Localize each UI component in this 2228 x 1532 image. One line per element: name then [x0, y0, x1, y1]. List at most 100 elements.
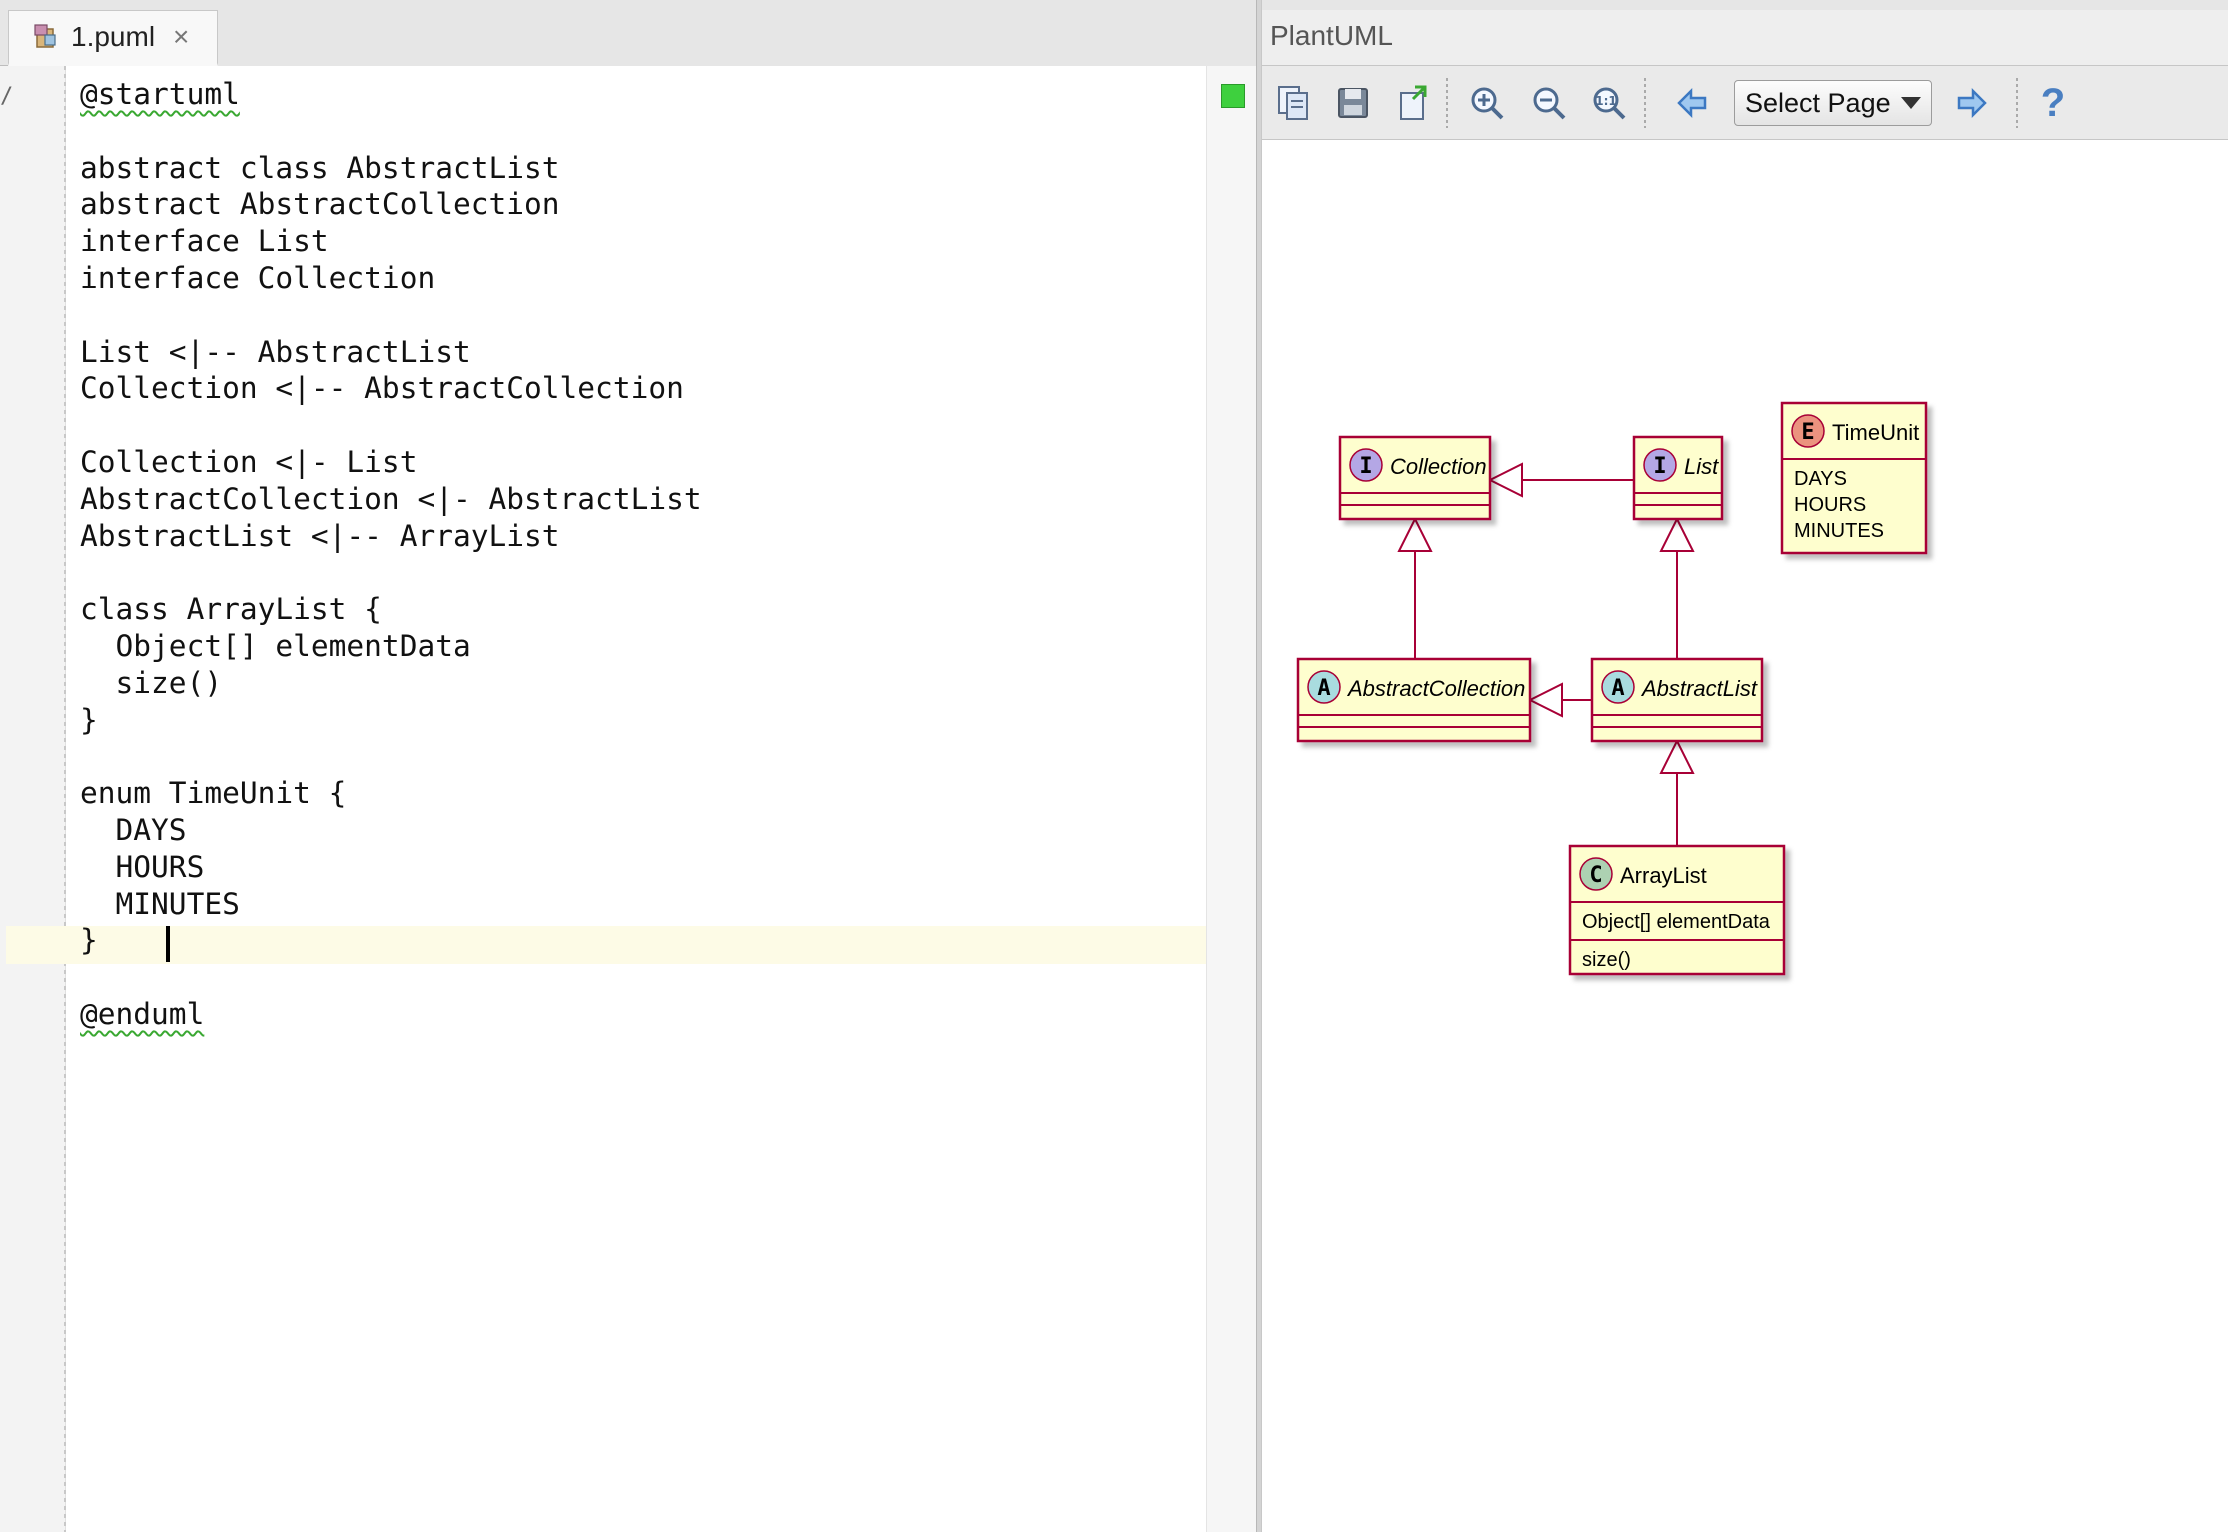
editor-pane: 1.puml × / @startuml abstract class Abstr…: [0, 0, 1272, 1532]
next-page-icon[interactable]: [1948, 78, 1998, 128]
code-line: @enduml: [80, 996, 702, 1033]
file-icon: [34, 24, 56, 48]
class-name: ArrayList: [1620, 863, 1707, 888]
code-line-text: size(): [80, 665, 223, 700]
pane-splitter[interactable]: [1256, 0, 1262, 1532]
help-icon[interactable]: ?: [2040, 80, 2066, 125]
code-line: [80, 738, 702, 775]
zoom-in-icon[interactable]: [1462, 78, 1512, 128]
inheritance-arrowhead: [1659, 738, 1695, 774]
plantuml-toolbar: 1:1 Select Page ?: [1262, 66, 2228, 140]
toolbar-separator: [1446, 78, 1448, 128]
code-line-text: Collection <|-- AbstractCollection: [80, 371, 684, 406]
class-name: TimeUnit: [1832, 420, 1919, 445]
fold-guide: [64, 66, 66, 1532]
inheritance-arrowhead: [1397, 516, 1433, 552]
text-caret: [166, 926, 170, 962]
code-line-text: abstract AbstractCollection: [80, 187, 560, 222]
select-page-dropdown[interactable]: Select Page: [1734, 80, 1932, 126]
class-field: DAYS: [1794, 468, 1847, 490]
code-line: HOURS: [80, 849, 702, 886]
editor-tab-bar: 1.puml ×: [0, 0, 1256, 66]
stereotype-letter: A: [1317, 676, 1330, 701]
code-line: @startuml: [80, 76, 702, 113]
code-line-text: }: [80, 702, 98, 737]
code-line: enum TimeUnit {: [80, 775, 702, 812]
stereotype-letter: I: [1359, 454, 1372, 479]
code-line-text: @startuml: [80, 77, 240, 111]
stereotype-letter: I: [1653, 454, 1666, 479]
uml-class-content-collection: I Collection: [1340, 448, 1490, 506]
code-line: }: [80, 922, 702, 959]
stereotype-badge-icon: [1579, 857, 1613, 891]
class-name: Collection: [1390, 454, 1487, 479]
stereotype-badge-icon: [1791, 414, 1825, 448]
code-line: [80, 407, 702, 444]
tab-label: 1.puml: [71, 21, 156, 52]
class-field: Object[] elementData: [1582, 911, 1771, 933]
code-line: }: [80, 702, 702, 739]
inheritance-arrow: [1527, 682, 1592, 718]
stereotype-badge-icon: [1349, 448, 1383, 482]
code-line: AbstractList <|-- ArrayList: [80, 518, 702, 555]
code-line-text: Object[] elementData: [80, 628, 471, 663]
code-line-text: HOURS: [80, 849, 205, 884]
class-name: AbstractCollection: [1346, 676, 1525, 701]
code-line: [80, 959, 702, 996]
svg-text:1:1: 1:1: [1595, 94, 1617, 108]
code-line-text: Collection <|- List: [80, 444, 418, 479]
inheritance-arrow: [1397, 516, 1433, 659]
code-line: size(): [80, 665, 702, 702]
relation-edges: [1397, 462, 1695, 846]
code-line-text: List <|-- AbstractList: [80, 334, 471, 369]
error-stripe: [1206, 66, 1256, 1532]
class-name: List: [1684, 454, 1719, 479]
code-line-text: AbstractCollection <|- AbstractList: [80, 481, 702, 516]
save-icon[interactable]: [1328, 78, 1378, 128]
chevron-down-icon: [1901, 97, 1921, 109]
code-line: [80, 297, 702, 334]
code-line: class ArrayList {: [80, 591, 702, 628]
code-line-text: DAYS: [80, 812, 187, 847]
gutter-mark: /: [0, 84, 14, 109]
plantuml-title: PlantUML: [1270, 20, 1393, 51]
code-line: List <|-- AbstractList: [80, 334, 702, 371]
inheritance-arrow: [1659, 738, 1695, 846]
inheritance-arrowhead: [1487, 462, 1523, 498]
previous-page-icon[interactable]: [1666, 78, 1716, 128]
code-line-text: MINUTES: [80, 886, 240, 921]
zoom-out-icon[interactable]: [1524, 78, 1574, 128]
select-page-label: Select Page: [1745, 87, 1891, 118]
toolbar-separator: [1644, 78, 1646, 128]
editor-tab[interactable]: 1.puml ×: [8, 10, 218, 66]
copy-icon[interactable]: [1268, 78, 1318, 128]
inheritance-arrowhead: [1527, 682, 1563, 718]
class-field: MINUTES: [1794, 520, 1884, 542]
code-line-text: abstract class AbstractList: [80, 150, 560, 185]
code-line: [80, 554, 702, 591]
current-line-highlight: [6, 926, 1272, 964]
stereotype-badge-icon: [1307, 670, 1341, 704]
actual-size-icon[interactable]: 1:1: [1584, 78, 1634, 128]
code-line-text: @enduml: [80, 996, 205, 1031]
code-line: abstract class AbstractList: [80, 150, 702, 187]
uml-class-content-list: I List: [1634, 448, 1722, 506]
code-line: MINUTES: [80, 886, 702, 923]
toolbar-separator: [2016, 78, 2018, 128]
class-field: HOURS: [1794, 494, 1866, 516]
code-line-text: enum TimeUnit {: [80, 776, 347, 811]
status-ok-icon[interactable]: [1221, 84, 1245, 108]
close-icon[interactable]: ×: [173, 21, 190, 52]
stereotype-letter: C: [1589, 863, 1602, 888]
export-icon[interactable]: [1388, 78, 1438, 128]
stereotype-letter: A: [1611, 676, 1624, 701]
code-line: Collection <|-- AbstractCollection: [80, 370, 702, 407]
stereotype-badge-icon: [1601, 670, 1635, 704]
